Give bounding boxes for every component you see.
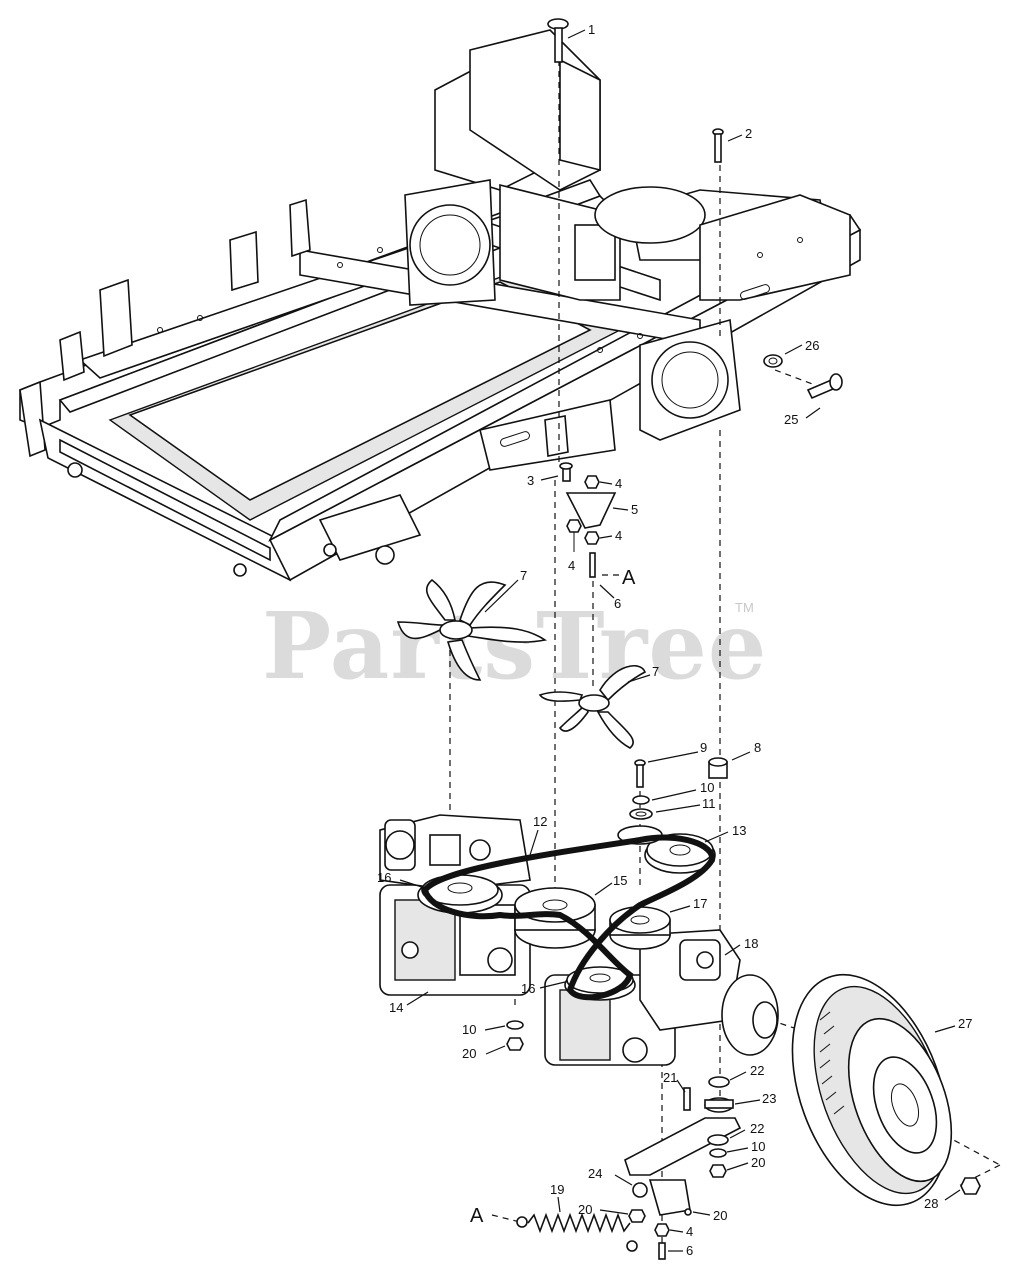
callout-5: 5 <box>631 502 638 517</box>
washer-22-upper <box>708 1076 730 1088</box>
nut-20-left <box>506 1037 524 1051</box>
nut-20-right <box>709 1164 727 1178</box>
callout-1: 1 <box>588 22 595 37</box>
callout-13: 13 <box>732 823 746 838</box>
transmission-14 <box>379 814 531 996</box>
callout-16-a: 16 <box>377 870 391 885</box>
callout-20-c: 20 <box>578 1202 592 1217</box>
callout-21: 21 <box>663 1070 677 1085</box>
callout-22-a: 22 <box>750 1063 764 1078</box>
callout-4-a: 4 <box>615 476 622 491</box>
callout-leaders <box>399 29 961 1252</box>
bearing-23 <box>704 1097 734 1113</box>
callout-20-b: 20 <box>751 1155 765 1170</box>
callout-27: 27 <box>958 1016 972 1031</box>
parts-tree-watermark: PartsTree <box>262 592 767 700</box>
bolt-6-bottom <box>658 1242 666 1260</box>
bolt-9 <box>634 759 646 788</box>
pulley-16-left <box>417 874 503 914</box>
callout-9: 9 <box>700 740 707 755</box>
callout-11: 11 <box>702 796 716 811</box>
callout-15: 15 <box>613 873 627 888</box>
callout-6-b: 6 <box>686 1243 693 1258</box>
washer-10-left <box>506 1020 524 1030</box>
callout-6-a: 6 <box>614 596 621 611</box>
callout-22-b: 22 <box>750 1121 764 1136</box>
fan-7-upper <box>396 578 548 681</box>
bracket-5 <box>565 492 617 529</box>
reference-letter-a-bottom: A <box>470 1205 484 1227</box>
bolt-21 <box>683 1087 691 1111</box>
nut-28 <box>960 1177 981 1195</box>
callout-2: 2 <box>745 126 752 141</box>
callout-7-b: 7 <box>652 664 659 679</box>
callout-26: 26 <box>805 338 819 353</box>
callout-4-d: 4 <box>686 1224 693 1239</box>
callout-4-c: 4 <box>568 558 575 573</box>
fan-7-lower <box>538 664 647 749</box>
spring-19 <box>516 1212 638 1252</box>
bolt-6-top <box>589 552 596 578</box>
nut-20-center <box>628 1209 646 1223</box>
reference-letter-a-top: A <box>622 567 636 589</box>
callout-14: 14 <box>389 1000 403 1015</box>
callout-24: 24 <box>588 1166 602 1181</box>
callout-labels: 1 2 3 4 5 4 4 A 6 7 7 9 8 10 11 12 13 16… <box>377 22 972 1258</box>
nut-4-a <box>584 475 600 489</box>
washer-26 <box>763 354 783 368</box>
wheel-27 <box>791 973 953 1207</box>
callout-28: 28 <box>924 1196 938 1211</box>
bolt-1 <box>547 18 569 63</box>
callout-3: 3 <box>527 473 534 488</box>
washer-10-right <box>709 1148 727 1158</box>
callout-20-d: 20 <box>713 1208 727 1223</box>
callout-16-b: 16 <box>521 981 535 996</box>
bolt-2 <box>712 128 724 163</box>
callout-10-c: 10 <box>751 1139 765 1154</box>
nut-4-d <box>654 1223 670 1237</box>
nut-4-b <box>566 519 582 552</box>
bolt-3 <box>559 462 573 482</box>
nut-4-c <box>584 531 600 545</box>
callout-7-a: 7 <box>520 568 527 583</box>
callout-20-a: 20 <box>462 1046 476 1061</box>
chassis-frame <box>19 29 862 582</box>
callout-25: 25 <box>784 412 798 427</box>
nut-20-small <box>684 1208 692 1216</box>
callout-4-b: 4 <box>615 528 622 543</box>
trademark-mark: TM <box>735 600 754 615</box>
callout-10-b: 10 <box>462 1022 476 1037</box>
bolt-25 <box>806 373 843 400</box>
callout-8: 8 <box>754 740 761 755</box>
callout-18: 18 <box>744 936 758 951</box>
drive-belt <box>421 834 716 1001</box>
washer-10-top <box>632 795 650 805</box>
spacer-8 <box>708 757 728 779</box>
callout-17: 17 <box>693 896 707 911</box>
pulley-17 <box>609 906 671 950</box>
callout-12: 12 <box>533 814 547 829</box>
washer-22-lower <box>707 1134 729 1146</box>
callout-19: 19 <box>550 1182 564 1197</box>
callout-23: 23 <box>762 1091 776 1106</box>
callout-10-a: 10 <box>700 780 714 795</box>
washer-11 <box>629 808 653 820</box>
